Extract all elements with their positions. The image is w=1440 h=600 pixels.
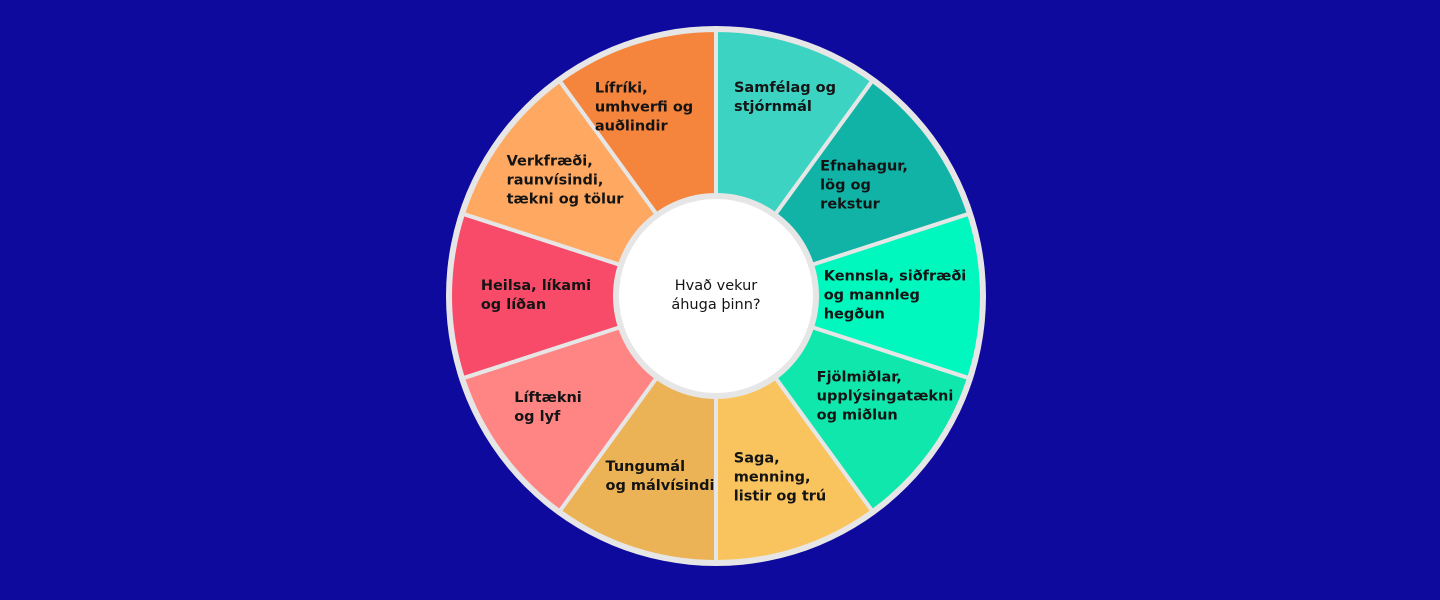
segment-label-heilsa-likami-og-lidan[interactable]: Heilsa, líkami og líðan <box>480 278 592 313</box>
center-question: Hvað vekur áhuga þinn? <box>671 278 761 313</box>
segment-label-tungumal-og-malvisindi[interactable]: Tungumál og málvísindi <box>605 459 715 494</box>
segment-label-kennsla-sidfraedi-og-mannleg-hegdun[interactable]: Kennsla, siðfræði og mannleg hegðun <box>823 268 967 323</box>
segment-label-efnahagur-log-og-rekstur[interactable]: Efnahagur, lög og rekstur <box>820 158 908 213</box>
segment-label-lifriki-umhverfi-og-audlindir[interactable]: Lífríki, umhverfi og auðlindir <box>594 80 694 135</box>
segment-label-verkfraedi-raunvisindi-taekni-og-tolur[interactable]: Verkfræði, raunvísindi, tækni og tölur <box>506 153 624 208</box>
segment-label-liftaekni-og-lyf[interactable]: Líftækni og lyf <box>514 390 582 425</box>
segment-label-fjolmidlar-upplysingataekni-og-midlun[interactable]: Fjölmiðlar, upplýsingatækni og miðlun <box>816 369 954 424</box>
center-hub <box>613 193 819 399</box>
segment-label-saga-menning-listir-og-tru[interactable]: Saga, menning, listir og trú <box>733 450 827 505</box>
segment-label-samfelag-og-stjornmal[interactable]: Samfélag og stjórnmál <box>733 80 837 115</box>
